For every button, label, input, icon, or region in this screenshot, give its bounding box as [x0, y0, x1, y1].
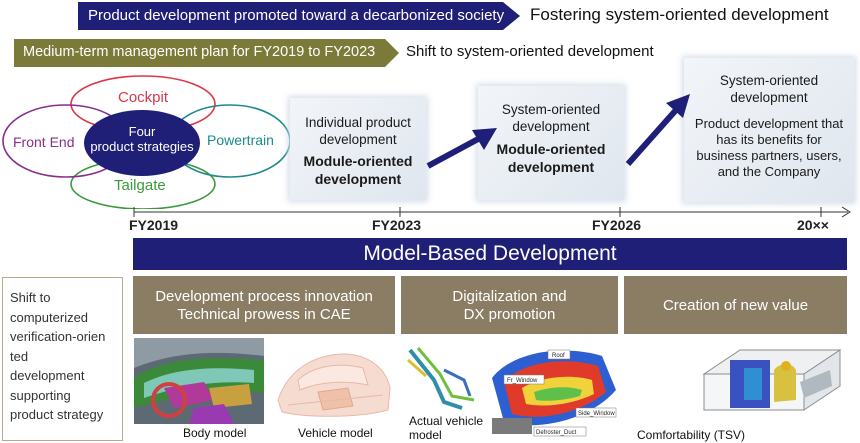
- front-end-label: Front End: [13, 134, 75, 150]
- top-banner: Product development promoted toward a de…: [78, 2, 520, 30]
- note-line-3: verification-orien: [10, 329, 106, 344]
- caption-body-model: Body model: [183, 426, 247, 440]
- stage-3-body-2: has its benefits for: [716, 132, 822, 147]
- stage-3-body-3: business partners, users,: [696, 148, 842, 163]
- stage-3-body-4: and the Company: [717, 164, 821, 179]
- plan-banner-arrow: [14, 39, 399, 67]
- note-line-4: ted: [10, 348, 29, 364]
- sim-label-roof: Roof: [552, 353, 565, 359]
- sim-label-defroster-duct: Defroster_Duct: [536, 430, 577, 436]
- stage-2-bold-2: development: [507, 159, 595, 175]
- actual-vehicle-frame-image: [407, 347, 475, 410]
- caption-actual-vehicle-2: model: [409, 428, 442, 442]
- center-label: Four product strategies: [88, 124, 196, 154]
- tick-fy2026: FY2026: [592, 217, 642, 233]
- stage-3-light-2: development: [730, 90, 808, 105]
- comfortability-image: [702, 349, 842, 411]
- strategy-note-box: Shift to computerized verification-orien…: [2, 277, 123, 441]
- note-line-2: computerized: [10, 309, 89, 325]
- stage-1-light-2: development: [319, 132, 397, 147]
- col1-line1: Development process innovation: [155, 288, 373, 305]
- stage-2-bold-1: Module-oriented: [496, 141, 606, 157]
- note-line-5: development: [10, 368, 85, 383]
- note-line-7: product strategy: [10, 407, 104, 422]
- stage-3-light-1: System-oriented: [719, 73, 819, 88]
- center-label-line2: product strategies: [90, 139, 194, 154]
- model-based-development-bar: Model-Based Development: [133, 238, 847, 270]
- column-header-cae: Development process innovation Technical…: [133, 276, 395, 334]
- col3-line1: Creation of new value: [662, 297, 809, 314]
- arrow-to-fy2026: [426, 128, 497, 169]
- plan-banner: Medium-term management plan for FY2019 t…: [14, 39, 399, 67]
- caption-actual-vehicle-1: Actual vehicle: [409, 414, 484, 428]
- tailgate-label: Tailgate: [114, 177, 166, 194]
- stage-fy2026: System-oriented development Module-orien…: [478, 86, 624, 200]
- arrow-to-future: [625, 94, 690, 166]
- col2-line2: DX promotion: [463, 306, 556, 323]
- stage-1-light-1: Individual product: [305, 115, 411, 130]
- powertrain-label: Powertrain: [207, 132, 274, 148]
- tick-fy2019: FY2019: [129, 217, 179, 233]
- caption-comfortability: Comfortability (TSV): [637, 428, 746, 442]
- stage-2-light-1: System-oriented: [501, 102, 601, 117]
- stage-2-light-2: development: [512, 119, 590, 134]
- body-model-image: [134, 338, 264, 424]
- top-banner-text: Product development promoted toward a de…: [88, 7, 505, 24]
- sim-label-fr-window: Fr_Window: [507, 378, 538, 384]
- top-banner-arrow: [78, 2, 520, 30]
- tick-fy2023: FY2023: [372, 217, 422, 233]
- center-ellipse: [84, 110, 200, 176]
- cockpit-label: Cockpit: [118, 89, 169, 106]
- top-banner-tail: Fostering system-oriented development: [530, 5, 829, 24]
- center-label-line1: Four: [128, 124, 156, 139]
- sim-label-side-window: Side_Window: [578, 411, 615, 417]
- stage-1-bold-2: development: [314, 171, 402, 187]
- caption-vehicle-model: Vehicle model: [298, 426, 373, 440]
- plan-banner-tail: Shift to system-oriented development: [406, 43, 654, 60]
- stage-fy2023: Individual product development Module-or…: [290, 98, 426, 200]
- column-header-new-value: Creation of new value: [624, 276, 847, 334]
- col1-line2: Technical prowess in CAE: [177, 306, 351, 323]
- vehicle-model-image: [277, 353, 391, 417]
- stage-3-body-1: Product development that: [694, 116, 844, 131]
- plan-banner-text: Medium-term management plan for FY2019 t…: [23, 44, 376, 60]
- note-line-1: Shift to: [10, 290, 51, 305]
- stage-future: System-oriented development Product deve…: [684, 58, 854, 202]
- stage-1-bold-1: Module-oriented: [303, 153, 413, 169]
- column-header-dx: Digitalization and DX promotion: [401, 276, 618, 334]
- note-line-6: supporting: [10, 387, 71, 403]
- tick-future: 20××: [797, 217, 829, 233]
- col2-line1: Digitalization and: [452, 288, 567, 305]
- timeline-axis: [133, 206, 851, 218]
- airflow-simulation-image: Roof Fr_Window Side_Window Defroster_Duc…: [492, 349, 617, 437]
